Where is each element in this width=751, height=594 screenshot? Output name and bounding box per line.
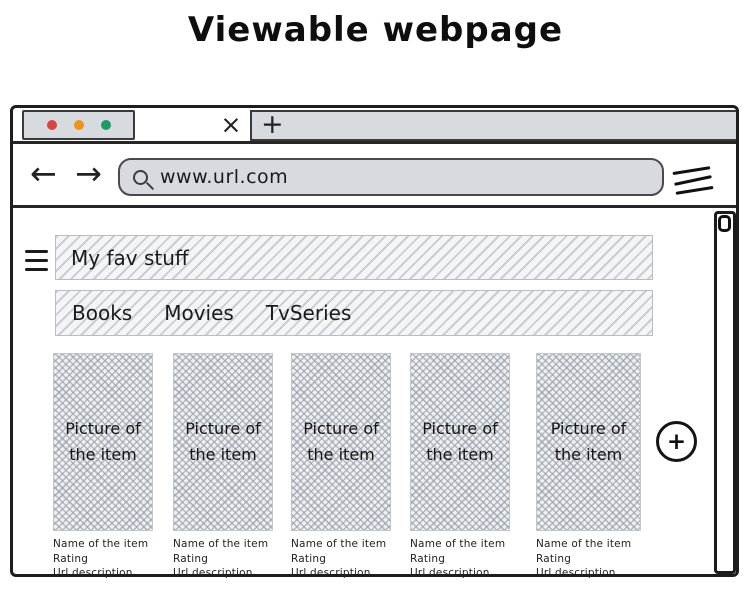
item-rating: Rating	[410, 552, 446, 565]
menu-bar-line	[675, 185, 714, 195]
item-caption: Name of the item Rating Url description	[410, 537, 510, 581]
menu-bar-line	[25, 268, 48, 271]
item-rating: Rating	[173, 552, 209, 565]
add-item-button[interactable]: +	[656, 421, 697, 462]
item-caption: Name of the item Rating Url description	[536, 537, 641, 581]
site-menu-icon[interactable]	[25, 244, 48, 277]
minimize-window-icon[interactable]	[73, 120, 84, 130]
item-card[interactable]: Picture of the item Name of the item Rat…	[410, 353, 510, 581]
item-card[interactable]: Picture of the item Name of the item Rat…	[291, 353, 391, 581]
back-button[interactable]: ←	[30, 154, 57, 193]
item-url-description[interactable]: Url description	[53, 567, 133, 579]
scrollbar-track[interactable]	[714, 211, 736, 574]
item-rating: Rating	[291, 552, 327, 565]
item-card[interactable]: Picture of the item Name of the item Rat…	[53, 353, 153, 581]
url-text[interactable]: www.url.com	[160, 166, 289, 188]
site-title: My fav stuff	[71, 245, 189, 270]
item-caption: Name of the item Rating Url description	[173, 537, 273, 581]
item-name: Name of the item	[291, 538, 387, 550]
item-card[interactable]: Picture of the item Name of the item Rat…	[173, 353, 273, 581]
page-title: Viewable webpage	[187, 10, 564, 50]
scrollbar-thumb[interactable]	[718, 215, 731, 232]
browser-menu-icon[interactable]	[671, 159, 714, 201]
item-name: Name of the item	[173, 538, 269, 550]
window-controls	[22, 110, 135, 140]
menu-bar-line	[25, 259, 48, 262]
item-url-description[interactable]: Url description	[410, 567, 490, 579]
item-name: Name of the item	[53, 538, 149, 550]
item-rating: Rating	[536, 552, 572, 565]
plus-icon: +	[666, 428, 687, 455]
item-url-description[interactable]: Url description	[173, 567, 253, 579]
browser-toolbar: ← → www.url.com	[13, 147, 736, 208]
new-tab-strip[interactable]: +	[250, 110, 736, 141]
nav-item-movies[interactable]: Movies	[164, 301, 234, 325]
item-url-description[interactable]: Url description	[536, 567, 616, 579]
item-picture-placeholder[interactable]: Picture of the item	[291, 353, 391, 531]
item-picture-placeholder[interactable]: Picture of the item	[173, 353, 273, 531]
url-bar[interactable]: www.url.com	[118, 158, 664, 196]
menu-bar-line	[674, 175, 712, 186]
nav-item-tvseries[interactable]: TvSeries	[265, 301, 352, 325]
item-picture-placeholder[interactable]: Picture of the item	[536, 353, 641, 531]
tab-close-icon[interactable]: ×	[220, 110, 242, 139]
nav-item-books[interactable]: Books	[72, 301, 133, 325]
item-caption: Name of the item Rating Url description	[291, 537, 391, 581]
category-nav: Books Movies TvSeries	[55, 290, 653, 336]
item-picture-placeholder[interactable]: Picture of the item	[410, 353, 510, 531]
menu-bar-line	[672, 166, 711, 176]
browser-window: × + ← → www.url.com	[10, 105, 739, 579]
forward-button[interactable]: →	[75, 154, 102, 193]
item-rating: Rating	[53, 552, 89, 565]
item-name: Name of the item	[410, 538, 506, 550]
item-caption: Name of the item Rating Url description	[53, 537, 153, 581]
new-tab-icon[interactable]: +	[261, 109, 284, 140]
page-content: My fav stuff Books Movies TvSeries Pictu…	[13, 211, 736, 579]
site-header: My fav stuff	[55, 235, 653, 280]
search-icon	[133, 169, 148, 185]
maximize-window-icon[interactable]	[100, 120, 111, 130]
item-url-description[interactable]: Url description	[291, 567, 371, 579]
menu-bar-line	[25, 250, 48, 253]
item-card[interactable]: Picture of the item Name of the item Rat…	[536, 353, 641, 581]
item-picture-placeholder[interactable]: Picture of the item	[53, 353, 153, 531]
item-card-row: Picture of the item Name of the item Rat…	[53, 353, 673, 581]
close-window-icon[interactable]	[46, 120, 57, 130]
item-name: Name of the item	[536, 538, 632, 550]
tab-bar: × +	[13, 108, 736, 144]
